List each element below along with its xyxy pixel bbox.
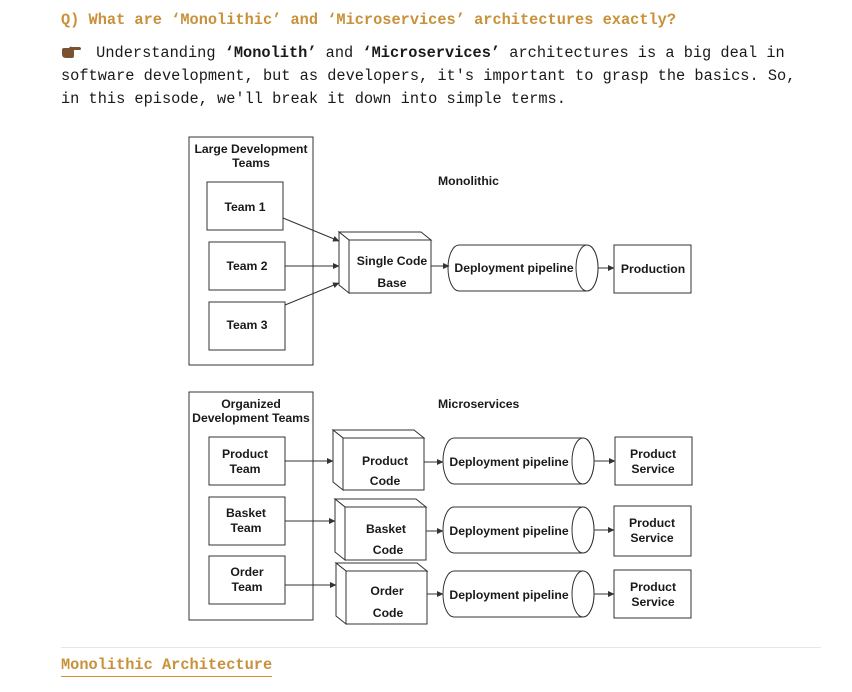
large-teams-label-1: Large Development	[194, 142, 307, 156]
team-1-label: Team 1	[224, 200, 265, 214]
monolithic-title: Monolithic	[438, 174, 499, 188]
product-service-box-2	[613, 505, 692, 557]
product-team-box	[208, 436, 286, 486]
team-3-box	[208, 301, 286, 351]
order-team-label-1: Order	[230, 565, 263, 579]
section-divider	[61, 647, 821, 648]
product-team-label-2: Team	[230, 462, 261, 476]
arrow-team3-codebase	[284, 282, 340, 306]
product-pipeline-cylinder	[442, 437, 595, 485]
team-2-label: Team 2	[226, 259, 267, 273]
order-team-label-2: Team	[232, 580, 263, 594]
monolithic-architecture-link[interactable]: Monolithic Architecture	[61, 656, 273, 677]
intro-term-microservices: ‘Microservices’	[362, 44, 501, 62]
intro-term-monolith: ‘Monolith’	[224, 44, 317, 62]
product-service-2-label-2: Service	[630, 531, 674, 545]
product-service-3-label-1: Product	[630, 580, 676, 594]
product-service-1-label-2: Service	[631, 462, 675, 476]
product-service-3-label-2: Service	[631, 595, 675, 609]
monolith-pipeline-label: Deployment pipeline	[454, 261, 573, 275]
intro-text-1: Understanding	[87, 44, 225, 62]
product-team-label-1: Product	[222, 447, 268, 461]
pointing-hand-icon	[62, 46, 81, 58]
order-pipeline-cylinder	[442, 570, 595, 618]
product-code-label-1: Product	[362, 454, 408, 468]
monolith-pipeline-cylinder	[447, 244, 599, 292]
arrow-team1-codebase	[282, 217, 340, 242]
single-codebase-label-1: Single Code	[357, 254, 428, 268]
intro-text-2: and	[316, 44, 363, 62]
product-service-1-label-1: Product	[630, 447, 676, 461]
product-code-box	[331, 428, 426, 492]
microservices-title: Microservices	[438, 397, 520, 411]
order-code-label-1: Order	[370, 584, 403, 598]
order-team-box	[208, 555, 286, 605]
organized-teams-label-2: Development Teams	[192, 411, 310, 425]
product-service-box-3	[613, 569, 692, 619]
large-teams-label-2: Teams	[232, 156, 270, 170]
product-pipeline-label: Deployment pipeline	[449, 455, 568, 469]
order-code-box	[334, 561, 429, 626]
question-heading: Q) What are ‘Monolithic’ and ‘Microservi…	[61, 11, 677, 29]
basket-code-label-2: Code	[373, 543, 404, 557]
product-service-box-1	[614, 436, 693, 486]
organized-teams-label-1: Organized	[221, 397, 281, 411]
basket-code-label-1: Basket	[366, 522, 406, 536]
basket-pipeline-label: Deployment pipeline	[449, 524, 568, 538]
team-2-box	[208, 241, 286, 291]
intro-text-3: architectures is a big deal in software …	[61, 44, 796, 108]
single-codebase-label-2: Base	[377, 276, 406, 290]
basket-team-label-2: Team	[231, 521, 262, 535]
order-code-label-2: Code	[373, 606, 404, 620]
basket-pipeline-cylinder	[442, 506, 595, 554]
team-1-box	[206, 181, 284, 231]
team-3-label: Team 3	[226, 318, 267, 332]
basket-code-box	[333, 497, 428, 562]
product-service-2-label-1: Product	[629, 516, 675, 530]
production-label: Production	[621, 262, 685, 276]
order-pipeline-label: Deployment pipeline	[449, 588, 568, 602]
intro-paragraph: Understanding ‘Monolith’ and ‘Microservi…	[61, 42, 821, 111]
basket-team-box	[208, 496, 286, 546]
product-code-label-2: Code	[370, 474, 401, 488]
production-box	[613, 244, 692, 294]
single-codebase-box	[337, 230, 433, 295]
basket-team-label-1: Basket	[226, 506, 266, 520]
